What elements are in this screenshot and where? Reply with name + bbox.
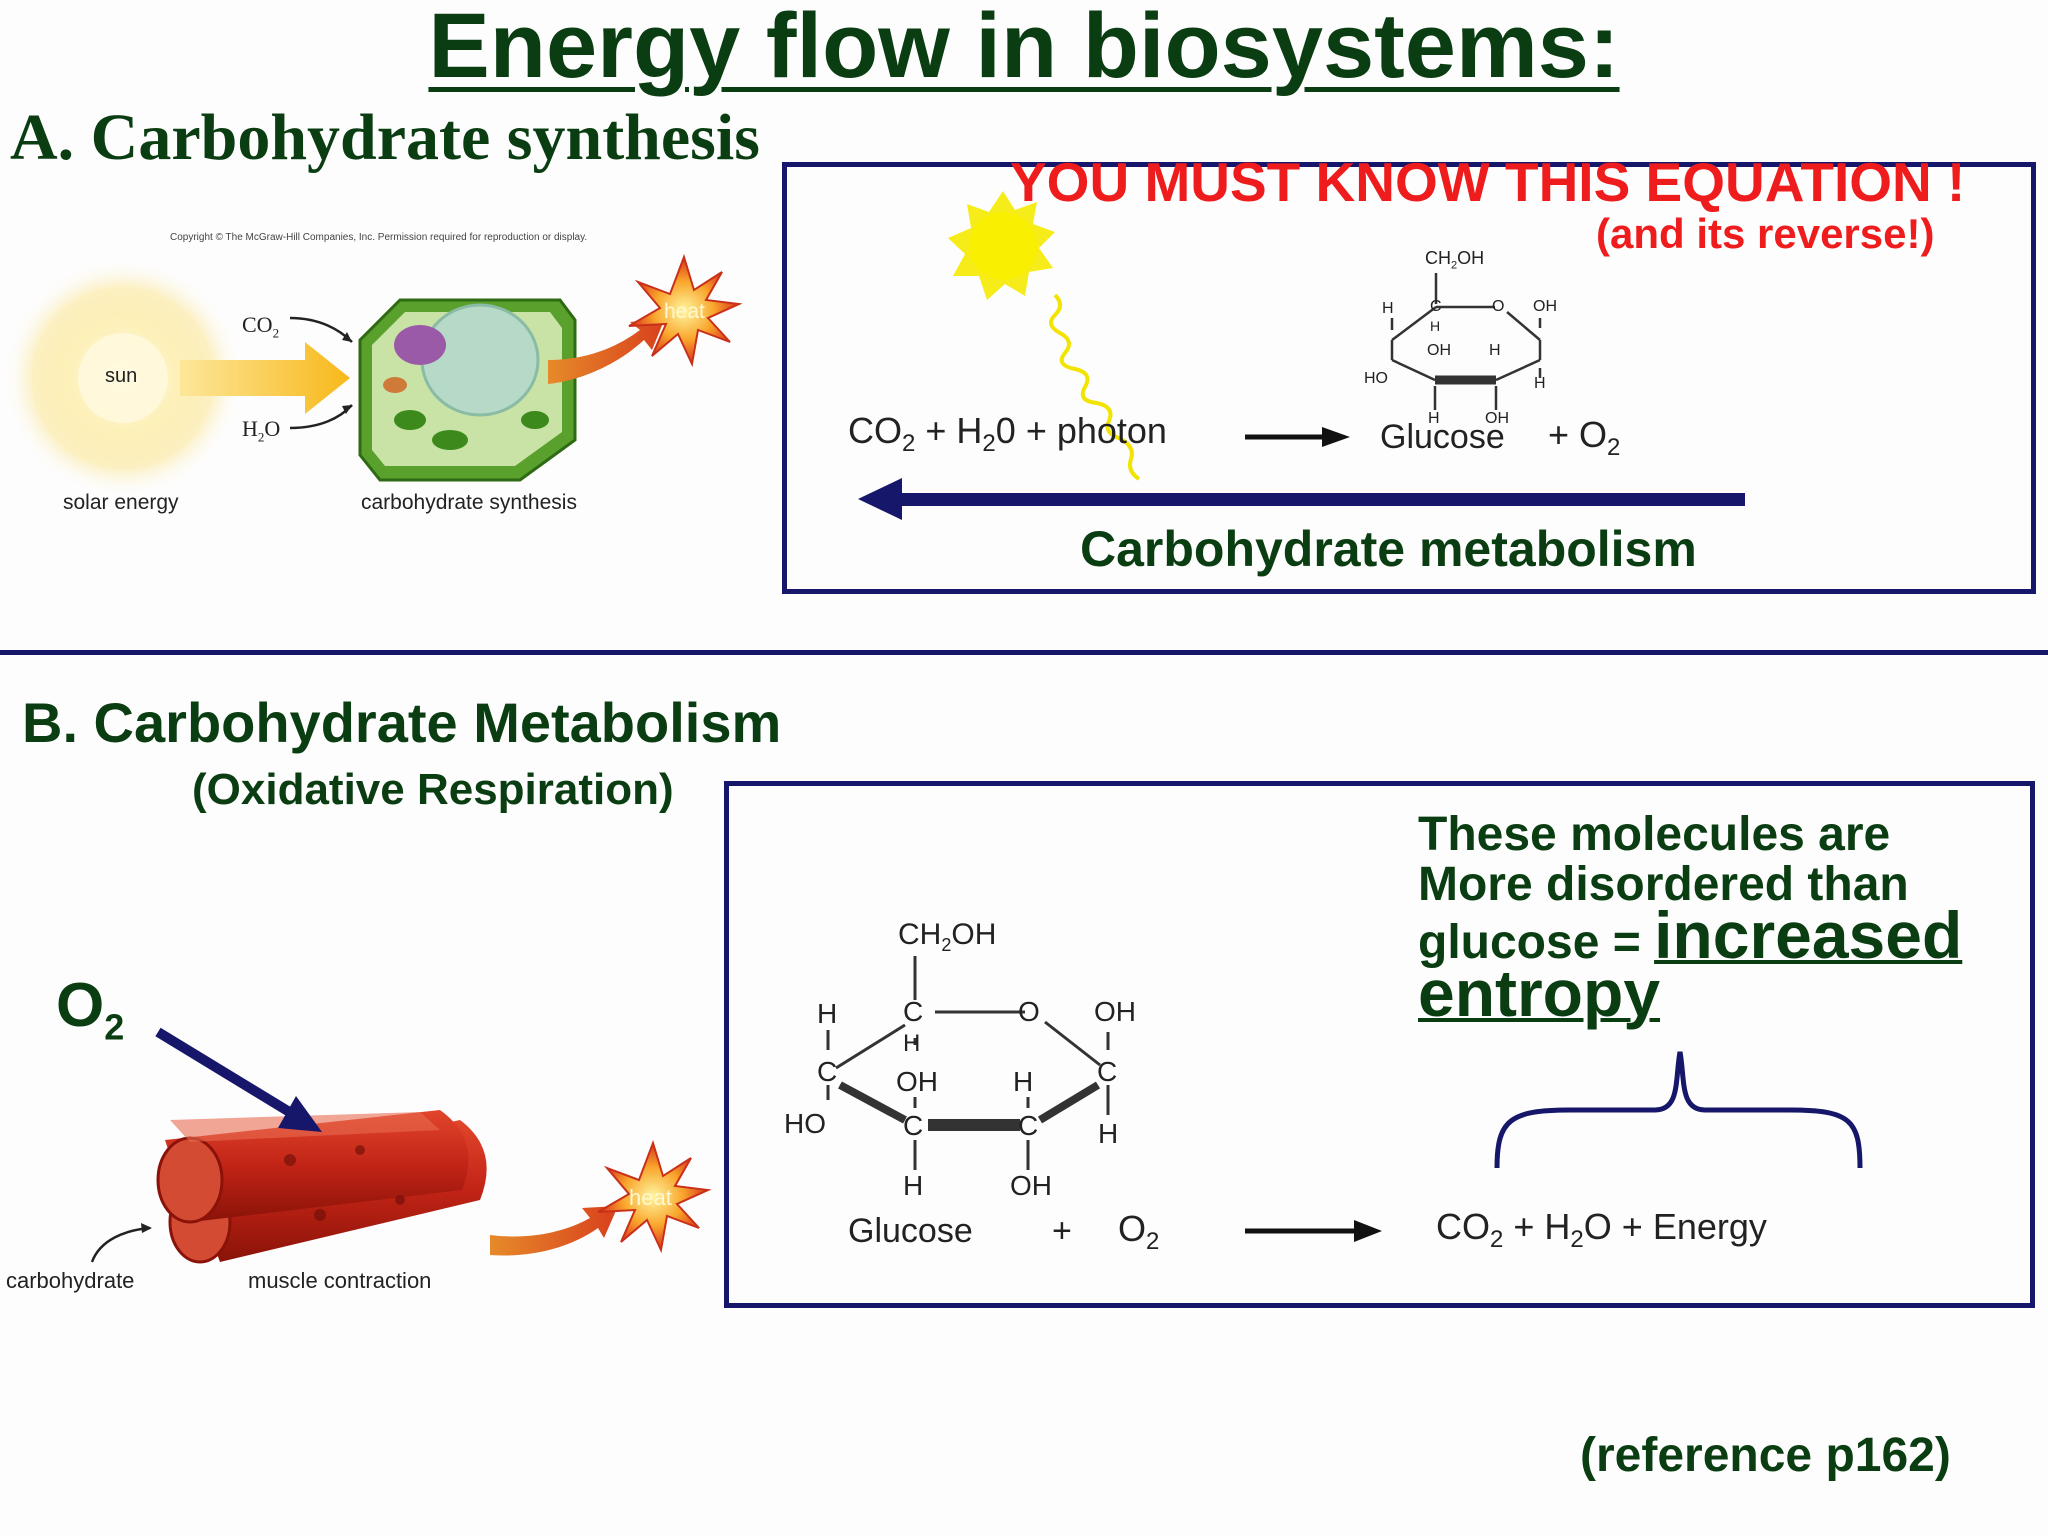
glucose-large-ch2oh: CH2OH [898, 918, 997, 955]
page-reference: (reference p162) [1580, 1429, 1951, 1482]
carbohydrate-label: carbohydrate [6, 1268, 135, 1293]
carbohydrate-arrowhead [141, 1223, 152, 1233]
entropy-line-3: glucose = increased [1418, 898, 1963, 972]
co2-arrow [289, 316, 353, 343]
h2o-label: H2O [242, 416, 281, 445]
page-title: Energy flow in biosystems: [428, 0, 1620, 97]
entropy-note: These molecules are More disordered than… [1418, 808, 1963, 1027]
entropy-word: entropy [1418, 956, 1661, 1030]
o2-label: O2 [56, 971, 125, 1048]
section-divider [0, 650, 2048, 655]
glucose-small-h1: H [1382, 300, 1394, 317]
glucose-large-oh1: OH [1094, 996, 1136, 1027]
glucose-large-oh3: OH [1010, 1170, 1052, 1201]
equation-a-reactants: CO2 + H20 + photon [848, 410, 1167, 458]
plant-cell-illustration [358, 298, 577, 482]
glucose-large-ho: HO [784, 1108, 826, 1139]
co2-arrowhead [342, 332, 352, 342]
carbohydrate-arrow [90, 1226, 151, 1263]
cell-heat-arrow [548, 318, 665, 384]
h2o-arrowhead [342, 405, 352, 414]
equation-b-products: CO2 + H2O + Energy [1436, 1206, 1767, 1254]
glucose-large-h4: H [1098, 1118, 1119, 1149]
glucose-large-h1: H [817, 998, 838, 1029]
glucose-large-c3: C [1097, 1056, 1118, 1087]
forward-arrow-b [1245, 1220, 1382, 1242]
section-b-subheading: (Oxidative Respiration) [192, 765, 674, 814]
equation-a-o2: + O2 [1548, 414, 1621, 462]
equation-box-b [724, 781, 2035, 1308]
glucose-large-oh2: OH [896, 1066, 938, 1097]
glucose-large-c4: C [903, 1110, 924, 1141]
glucose-large-c1: C [903, 996, 924, 1027]
and-reverse-note: (and its reverse!) [1596, 210, 1935, 257]
muscle-heat-arrow [490, 1206, 618, 1256]
forward-arrow-a [1245, 427, 1350, 447]
equation-b-glucose: Glucose [848, 1212, 973, 1250]
glucose-structure-small [1390, 273, 1542, 410]
glucose-small-oh3: OH [1485, 410, 1509, 427]
section-b-heading: B. Carbohydrate Metabolism [22, 691, 782, 754]
entropy-line-2: More disordered than [1418, 858, 1909, 911]
must-know-warning: YOU MUST KNOW THIS EQUATION ! [1010, 151, 1966, 213]
photon-sun-icon [948, 191, 1055, 300]
section-a-heading: A. Carbohydrate synthesis [10, 101, 760, 174]
glucose-small-oh2: OH [1427, 342, 1451, 359]
glucose-small-h3: H [1489, 342, 1501, 359]
glucose-small-o: O [1492, 298, 1505, 315]
glucose-large-c5: C [1018, 1110, 1039, 1141]
sun-illustration [3, 258, 243, 498]
glucose-small-ch2oh: CH2OH [1425, 248, 1485, 272]
glucose-small-c1: C [1430, 298, 1442, 315]
muscle-contraction-label: muscle contraction [248, 1268, 432, 1293]
reverse-arrow-a [858, 478, 1745, 520]
muscle-fiber-illustration [156, 1110, 487, 1264]
entropy-line-4: entropy [1418, 960, 1962, 1026]
co2-label: CO2 [242, 312, 280, 341]
glucose-small-h5: H [1428, 410, 1440, 427]
glucose-large-h3: H [1013, 1066, 1034, 1097]
entropy-line-1: These molecules are [1418, 808, 1891, 861]
increased-word: increased [1654, 898, 1963, 972]
heat-label-b: heat [629, 1185, 672, 1210]
glucose-large-c2: C [817, 1056, 838, 1087]
heat-burst-b [597, 1139, 712, 1254]
glucose-small-oh1: OH [1533, 298, 1557, 315]
glucose-large-o: O [1018, 996, 1040, 1027]
equation-b-plus: + [1052, 1212, 1072, 1250]
glucose-large-h2: H [903, 1030, 921, 1057]
photon-wavy-line [1049, 293, 1141, 481]
glucose-small-h2: H [1430, 318, 1441, 334]
solar-arrow [180, 342, 350, 414]
o2-arrow [155, 1027, 322, 1132]
equation-box-a [782, 162, 2036, 594]
carbohydrate-metabolism-label: Carbohydrate metabolism [1080, 521, 1697, 577]
glucose-small-h4: H [1534, 375, 1546, 392]
h2o-arrow [289, 404, 353, 430]
glucose-large-h5: H [903, 1170, 924, 1201]
sun-label: sun [105, 365, 138, 387]
copyright-notice: Copyright © The McGraw-Hill Companies, I… [170, 232, 588, 243]
glucose-structure-large [826, 956, 1110, 1170]
products-brace [1494, 1051, 1863, 1169]
equation-a-glucose: Glucose [1380, 418, 1505, 456]
heat-label-a: heat [664, 300, 705, 323]
glucose-small-ho: HO [1364, 370, 1388, 387]
carbohydrate-synthesis-label: carbohydrate synthesis [361, 491, 577, 514]
solar-energy-label: solar energy [63, 491, 179, 514]
heat-burst-a [628, 253, 743, 368]
equation-b-o2: O2 [1118, 1208, 1160, 1256]
